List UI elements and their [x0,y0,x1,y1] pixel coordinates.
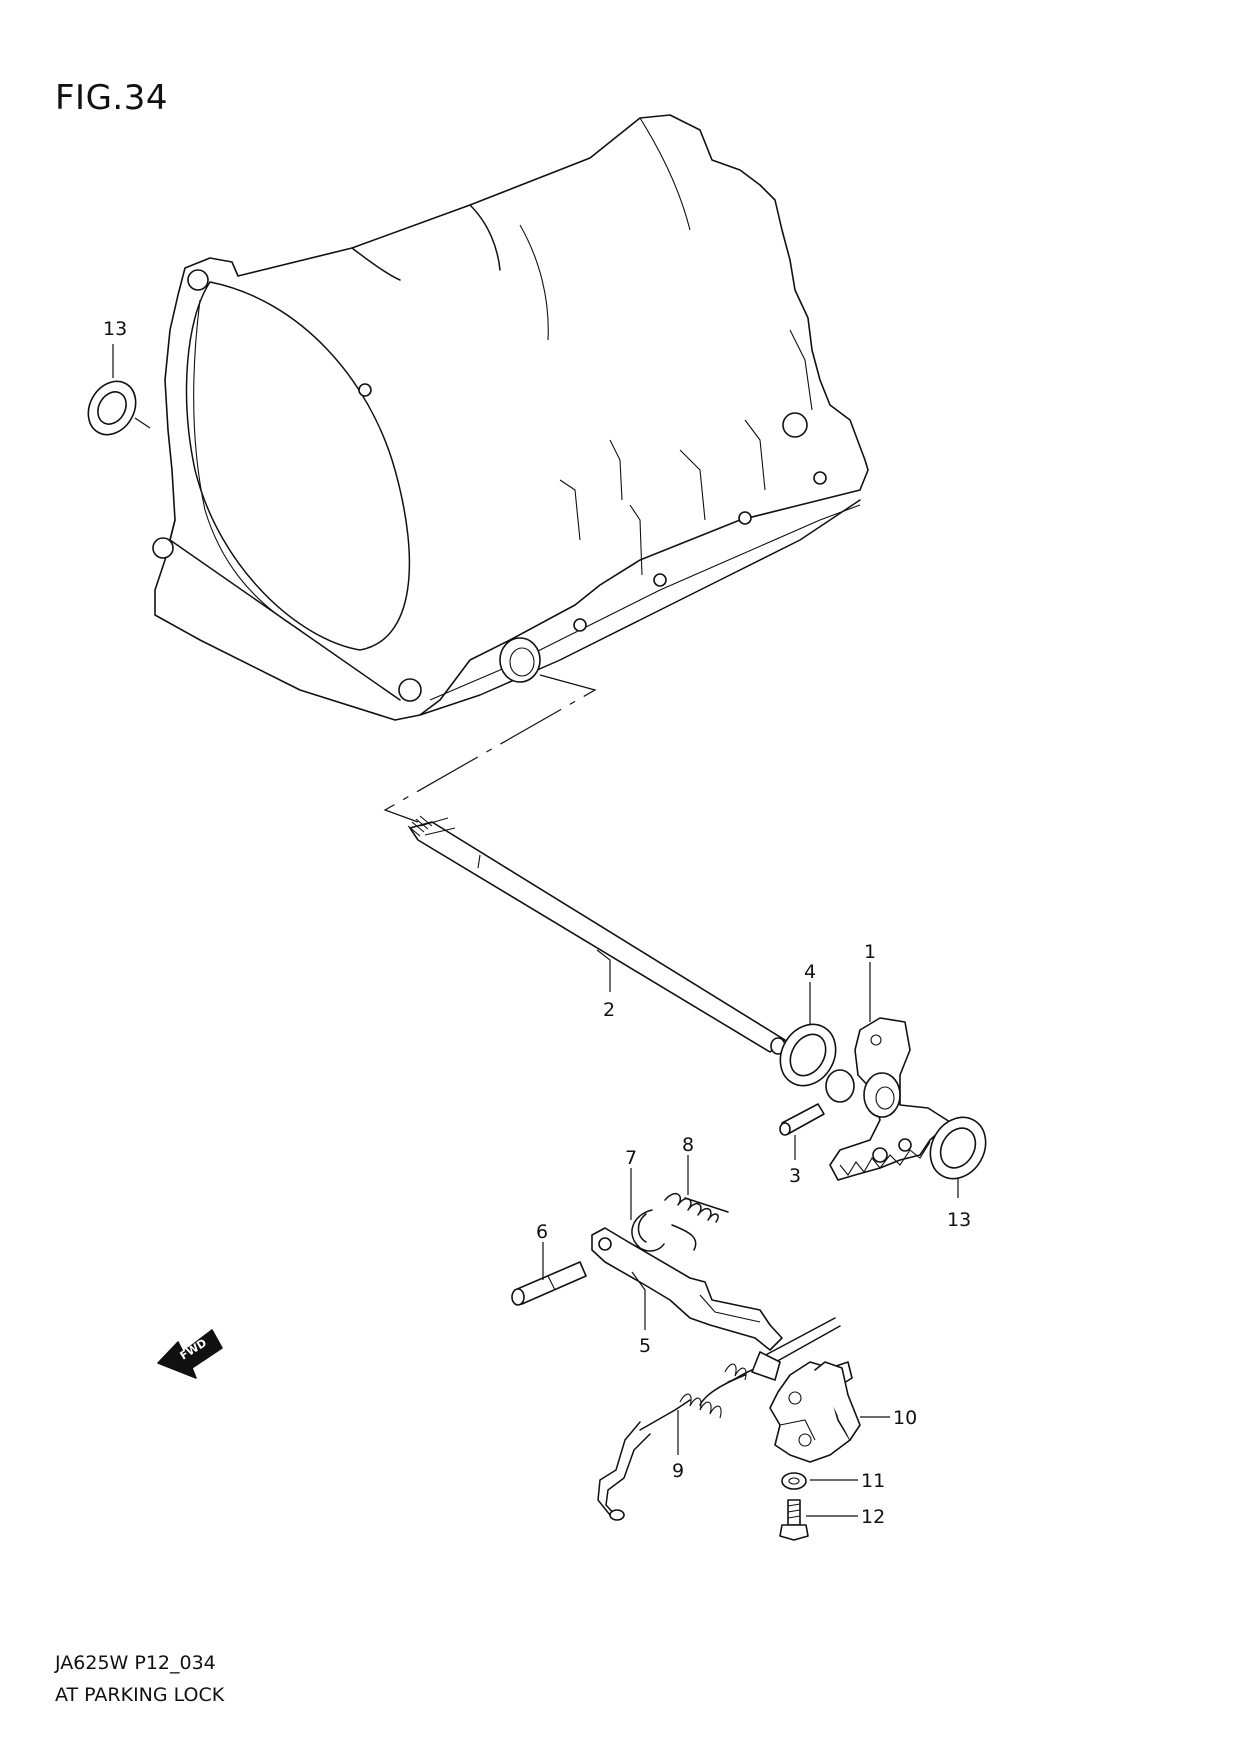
part-4-seal [779,1023,837,1087]
part-1-detent-plate [825,1017,951,1181]
callout-12: 12 [861,1506,885,1528]
figure-title: FIG.34 [55,78,169,118]
callout-labels: 13 1 2 3 4 5 6 7 8 9 10 11 12 13 [103,318,971,1528]
part-11-washer [781,1472,807,1490]
part-13-seal-left [87,380,137,436]
callout-7: 7 [625,1147,637,1169]
callout-1: 1 [864,941,876,963]
part-8-spring [664,1192,729,1251]
part-9-parking-rod [597,1317,841,1521]
part-10-guide-plate [769,1361,861,1463]
callout-13-left: 13 [103,318,127,340]
part-5-detent-lever [591,1227,783,1351]
callout-6: 6 [536,1221,548,1243]
callout-9: 9 [672,1460,684,1482]
callout-11: 11 [861,1470,885,1492]
figure-code: JA625W P12_034 [55,1652,216,1674]
callout-13-right: 13 [947,1209,971,1231]
callout-8: 8 [682,1134,694,1156]
fwd-arrow-icon: FWD [157,1329,223,1379]
figure-name: AT PARKING LOCK [55,1684,225,1706]
callout-leaders [112,344,959,1517]
part-3-pin [779,1103,825,1136]
part-2-manual-shaft [407,815,786,1055]
part-12-bolt [779,1499,809,1541]
transmission-case [152,114,869,721]
assembly-line [383,674,597,823]
part-7-e-ring [631,1209,665,1252]
callout-5: 5 [639,1335,651,1357]
callout-3: 3 [789,1165,801,1187]
callout-10: 10 [893,1407,917,1429]
part-13-seal-right [929,1116,987,1180]
callout-4: 4 [804,961,816,983]
part-6-pin [511,1261,587,1306]
callout-2: 2 [603,999,615,1021]
